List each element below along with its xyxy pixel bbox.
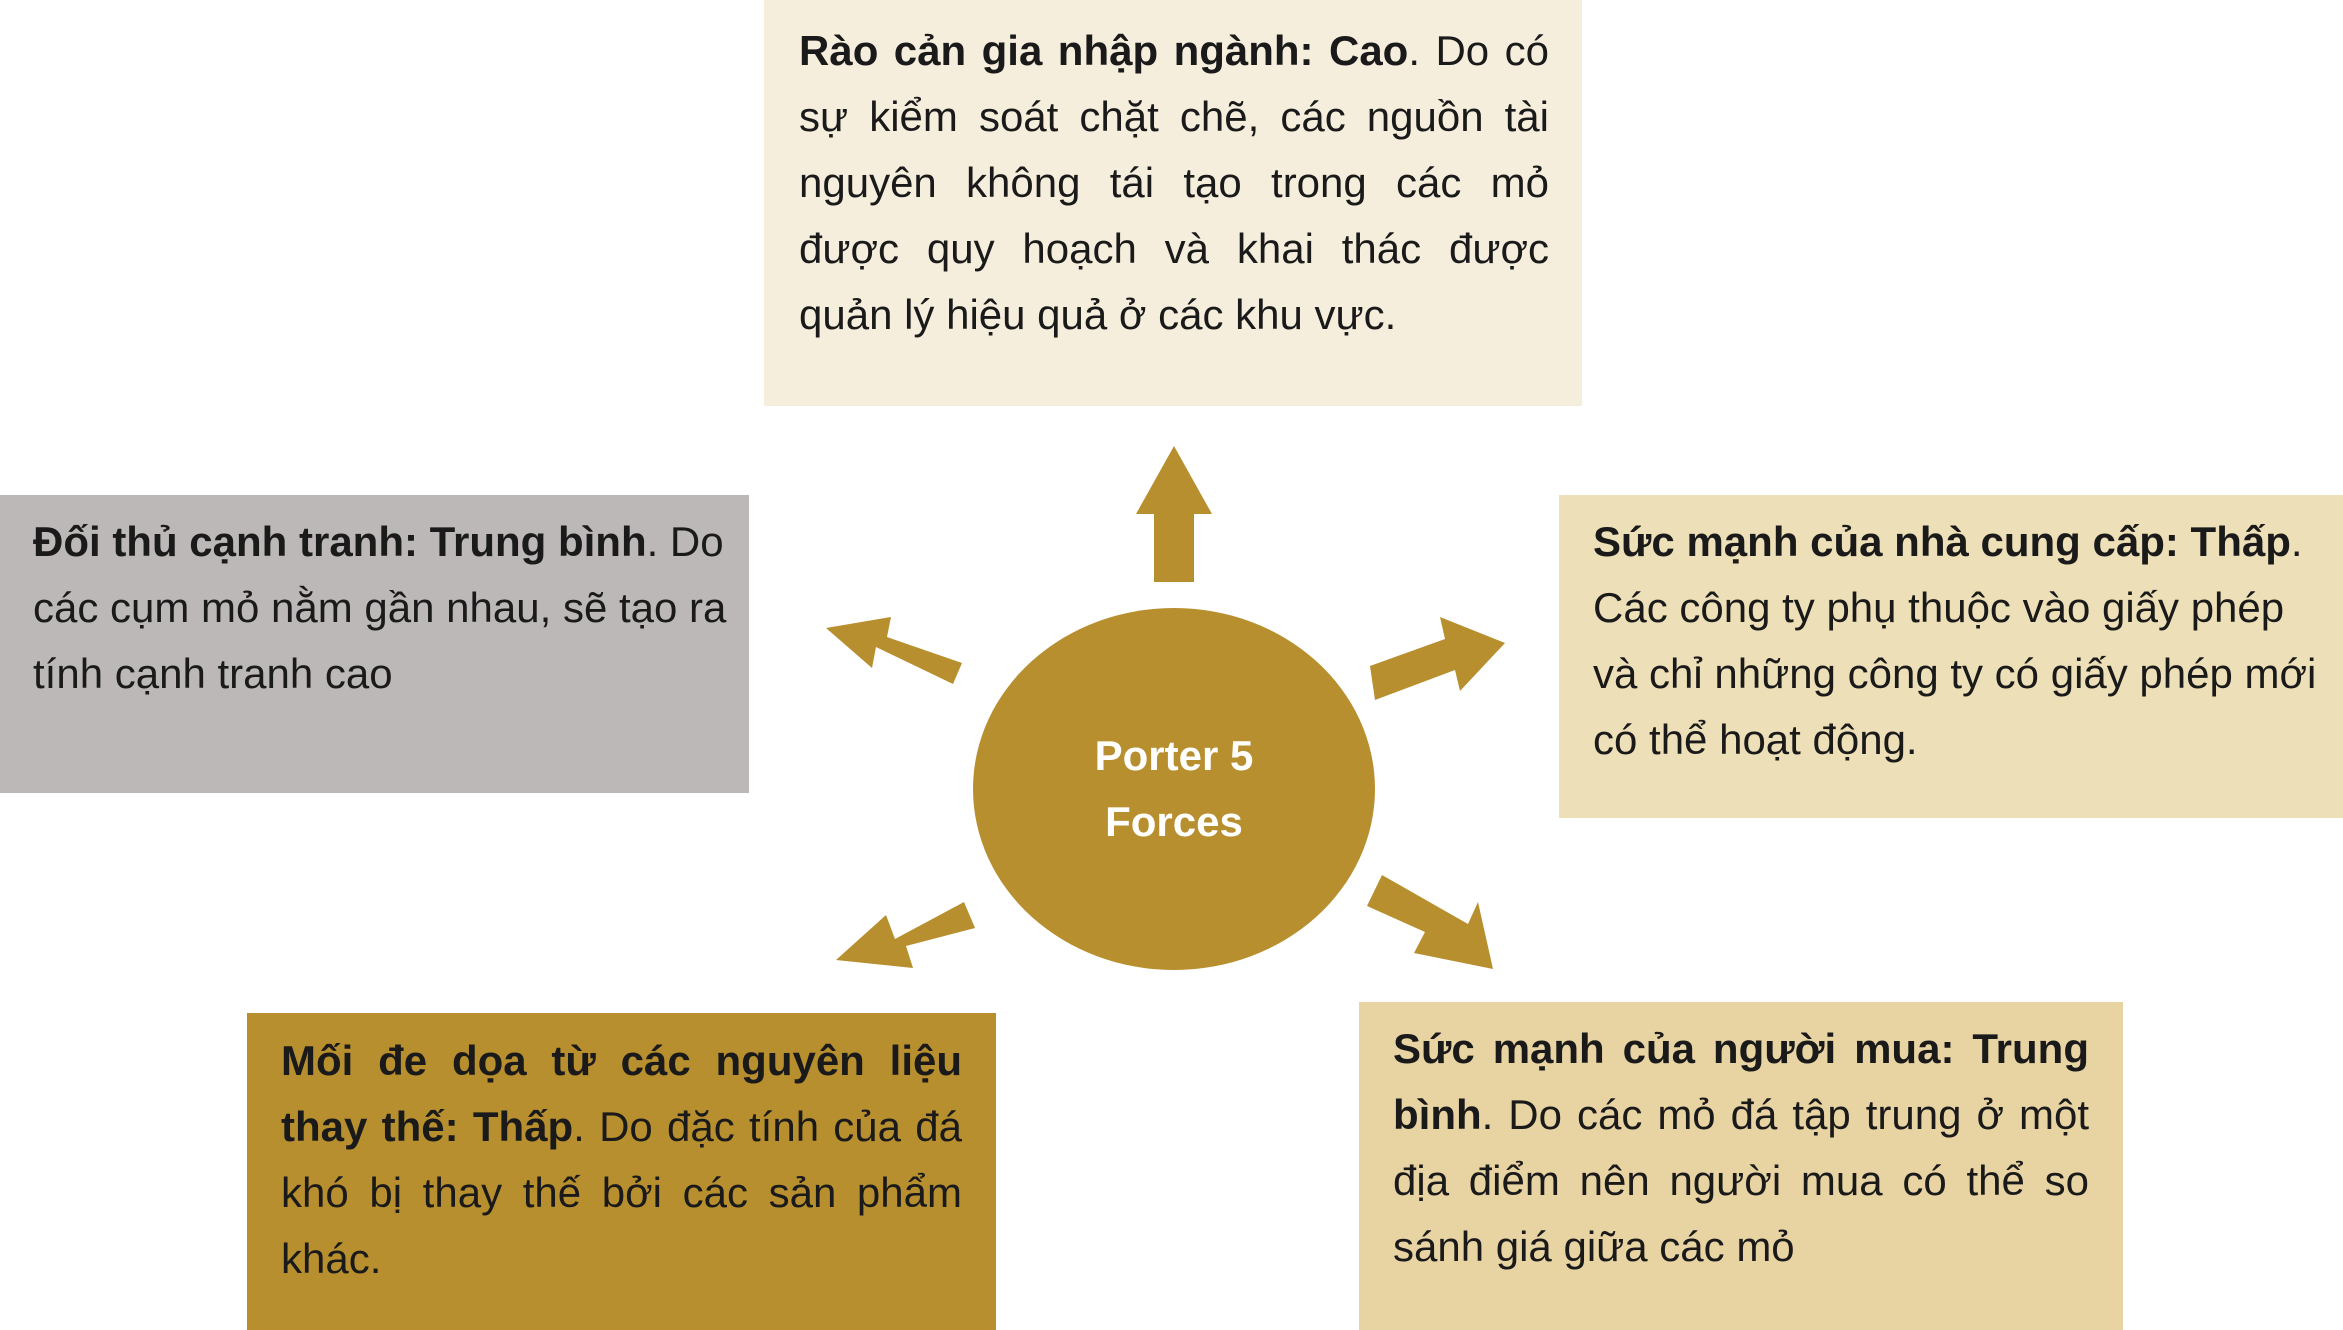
- rivalry-text: . Do các cụm mỏ nằm gần nhau, sẽ tạo ra …: [33, 518, 727, 697]
- porter-five-forces-hub: Porter 5 Forces: [973, 608, 1375, 970]
- arrow-up-icon: [1136, 446, 1212, 582]
- supplier-power-box: Sức mạnh của nhà cung cấp: Thấp. Các côn…: [1559, 495, 2343, 818]
- arrow-down-left-icon: [836, 902, 975, 968]
- hub-label-line2: Forces: [1105, 798, 1243, 845]
- barriers-text: . Do có sự kiểm soát chặt chẽ, các nguồn…: [799, 27, 1549, 338]
- hub-label-line1: Porter 5: [1094, 732, 1254, 779]
- substitutes-heading: Mối đe dọa từ các nguyên liệu thay thế: …: [281, 1037, 962, 1150]
- suppliers-text: . Các công ty phụ thuộc vào giấy phép và…: [1593, 518, 2317, 763]
- competitive-rivalry-box: Đối thủ cạnh tranh: Trung bình. Do các c…: [0, 495, 749, 793]
- buyers-text: . Do các mỏ đá tập trung ở một địa điểm …: [1393, 1091, 2089, 1270]
- barriers-to-entry-box: Rào cản gia nhập ngành: Cao. Do có sự ki…: [764, 0, 1582, 406]
- arrow-up-left-icon: [826, 617, 962, 684]
- arrow-up-right-icon: [1370, 617, 1505, 700]
- arrow-down-right-icon: [1367, 875, 1493, 969]
- substitutes-text: . Do đặc tính của đá khó bị thay thế bởi…: [281, 1103, 962, 1282]
- threat-of-substitutes-box: Mối đe dọa từ các nguyên liệu thay thế: …: [247, 1013, 996, 1330]
- barriers-heading: Rào cản gia nhập ngành: Cao: [799, 27, 1409, 74]
- suppliers-heading: Sức mạnh của nhà cung cấp: Thấp: [1593, 518, 2291, 565]
- rivalry-heading: Đối thủ cạnh tranh: Trung bình: [33, 518, 647, 565]
- buyer-power-box: Sức mạnh của người mua: Trung bình. Do c…: [1359, 1002, 2123, 1330]
- buyers-heading: Sức mạnh của người mua: Trung bình: [1393, 1025, 2089, 1138]
